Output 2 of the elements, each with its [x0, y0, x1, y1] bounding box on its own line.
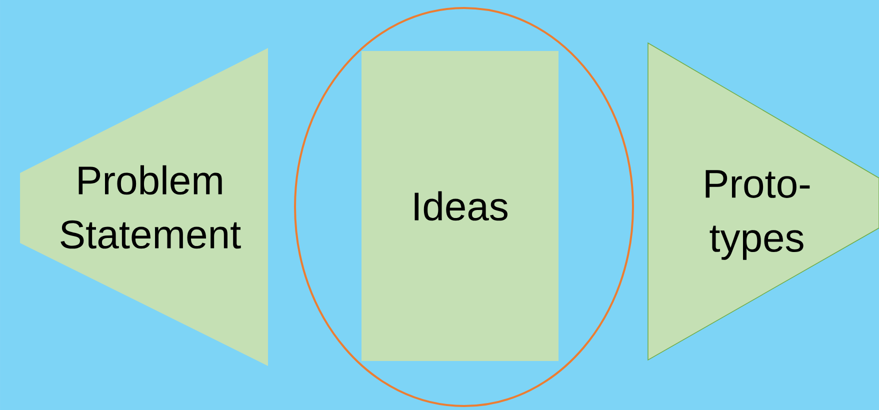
ideas-box: Ideas — [362, 51, 558, 361]
ellipse-outline — [294, 7, 634, 407]
